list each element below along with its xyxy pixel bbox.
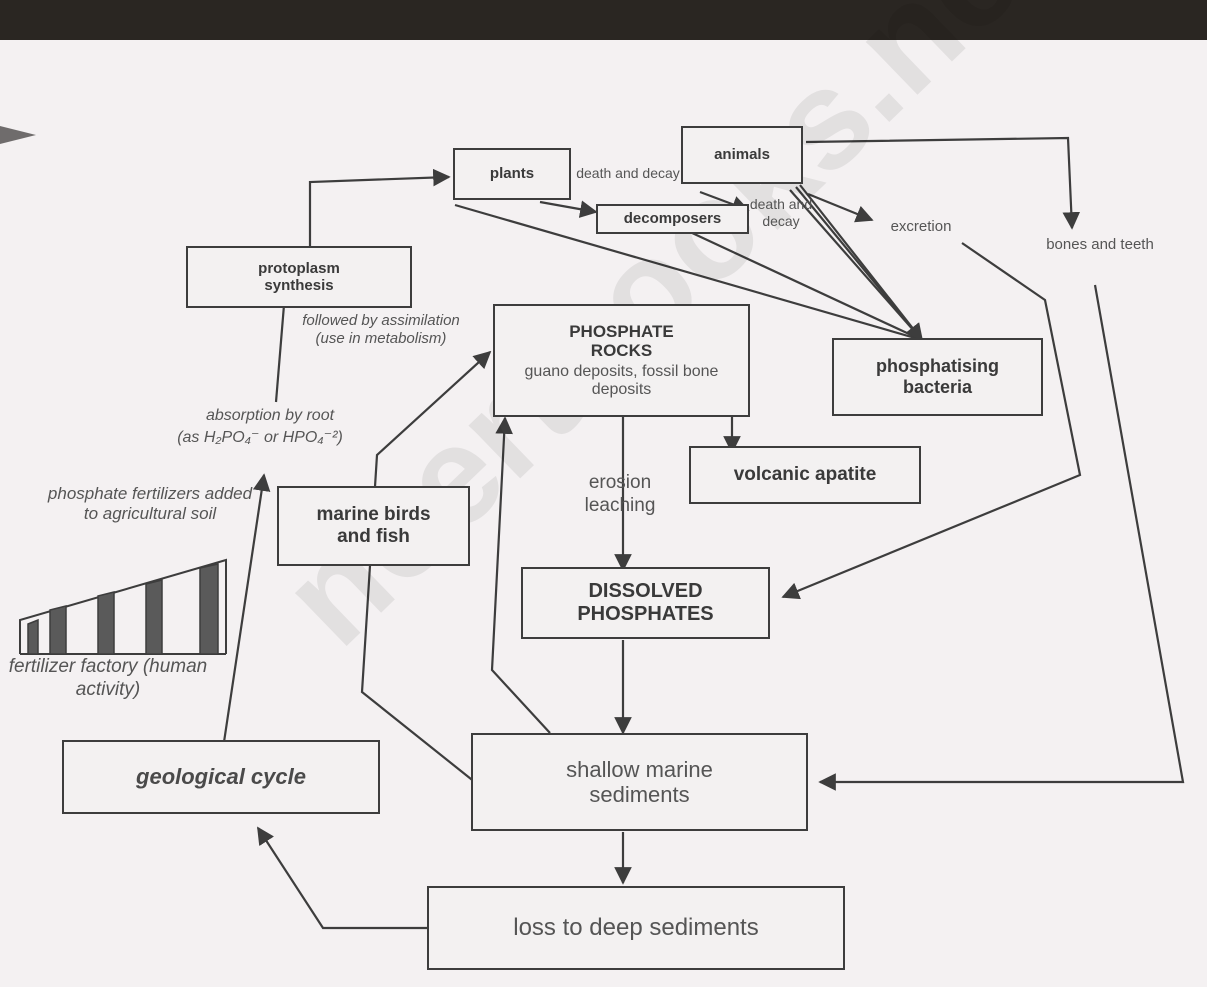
label-death-decay-2: death and decay <box>749 196 813 229</box>
arrow-geological-to-absorption <box>222 473 271 743</box>
arrow-animals-to-excretion <box>807 192 874 223</box>
node-protoplasm-label: protoplasm synthesis <box>258 259 340 294</box>
node-birds-label: marine birds and fish <box>316 504 431 547</box>
node-shallow-marine-sediments: shallow marine sediments <box>471 733 808 831</box>
node-phosphatising-bacteria: phosphatising bacteria <box>832 338 1043 416</box>
node-phosphate-rocks-title: PHOSPHATE ROCKS <box>569 321 674 361</box>
line-animals-to-bacteria-b <box>789 189 923 341</box>
arrow-deep-to-geological <box>257 826 427 930</box>
arrow-excretion-to-dissolved <box>781 242 1082 600</box>
node-phosphate-rocks: PHOSPHATE ROCKS guano deposits, fossil b… <box>493 304 750 417</box>
arrow-animals-to-bacteria <box>799 184 924 342</box>
fertilizer-factory-icon <box>19 558 227 655</box>
label-assimilation: followed by assimilation (use in metabol… <box>302 312 460 347</box>
line-plants-to-bacteria <box>454 203 923 342</box>
page-tab-mark <box>0 126 36 144</box>
arrow-animals-to-bones <box>805 136 1081 230</box>
node-animals: animals <box>681 126 803 184</box>
node-protoplasm-synthesis: protoplasm synthesis <box>186 246 412 308</box>
arrow-sediments-to-rocks-via-birds <box>360 350 492 784</box>
node-decomposers: decomposers <box>596 204 749 234</box>
node-phosphate-rocks-subtitle: guano deposits, fossil bone deposits <box>524 362 719 399</box>
label-absorption-line2: (as H₂PO₄⁻ or HPO₄⁻²) <box>177 429 343 446</box>
label-absorption-line1: absorption by root <box>205 407 335 424</box>
arrow-bones-to-sediments <box>818 284 1185 791</box>
node-shallow-label: shallow marine sediments <box>566 756 713 807</box>
line-decomposers-to-bacteria <box>689 231 923 341</box>
background-shadow <box>0 0 1207 40</box>
label-fertilizer-factory: fertilizer factory (human activity) <box>8 656 208 700</box>
label-excretion: excretion <box>890 218 952 235</box>
line-absorption-to-protoplasm <box>274 304 286 403</box>
arrow-sediments-to-rocks <box>490 416 551 734</box>
node-deep-label: loss to deep sediments <box>513 914 759 942</box>
node-animals-label: animals <box>714 146 770 164</box>
node-geological-cycle: geological cycle <box>62 740 380 814</box>
node-dissolved-label: DISSOLVED PHOSPHATES <box>577 580 714 625</box>
node-volcanic-apatite: volcanic apatite <box>689 446 921 504</box>
arrow-plants-to-decomposers <box>539 200 598 218</box>
node-decomposers-label: decomposers <box>623 210 722 228</box>
node-marine-birds-fish: marine birds and fish <box>277 486 470 566</box>
node-plants: plants <box>453 148 571 200</box>
label-death-decay-1: death and decay <box>576 165 680 181</box>
node-geological-label: geological cycle <box>136 764 306 790</box>
label-bones-teeth: bones and teeth <box>1046 236 1154 253</box>
arrow-protoplasm-to-plants <box>308 168 451 252</box>
node-dissolved-phosphates: DISSOLVED PHOSPHATES <box>521 567 770 639</box>
node-plants-label: plants <box>489 165 535 183</box>
label-erosion-leaching: erosion leaching <box>584 472 656 516</box>
node-loss-to-deep-sediments: loss to deep sediments <box>427 886 845 970</box>
node-bacteria-label: phosphatising bacteria <box>876 356 999 397</box>
node-apatite-label: volcanic apatite <box>733 464 877 486</box>
label-fertilizers-added: phosphate fertilizers added to agricultu… <box>47 484 253 524</box>
